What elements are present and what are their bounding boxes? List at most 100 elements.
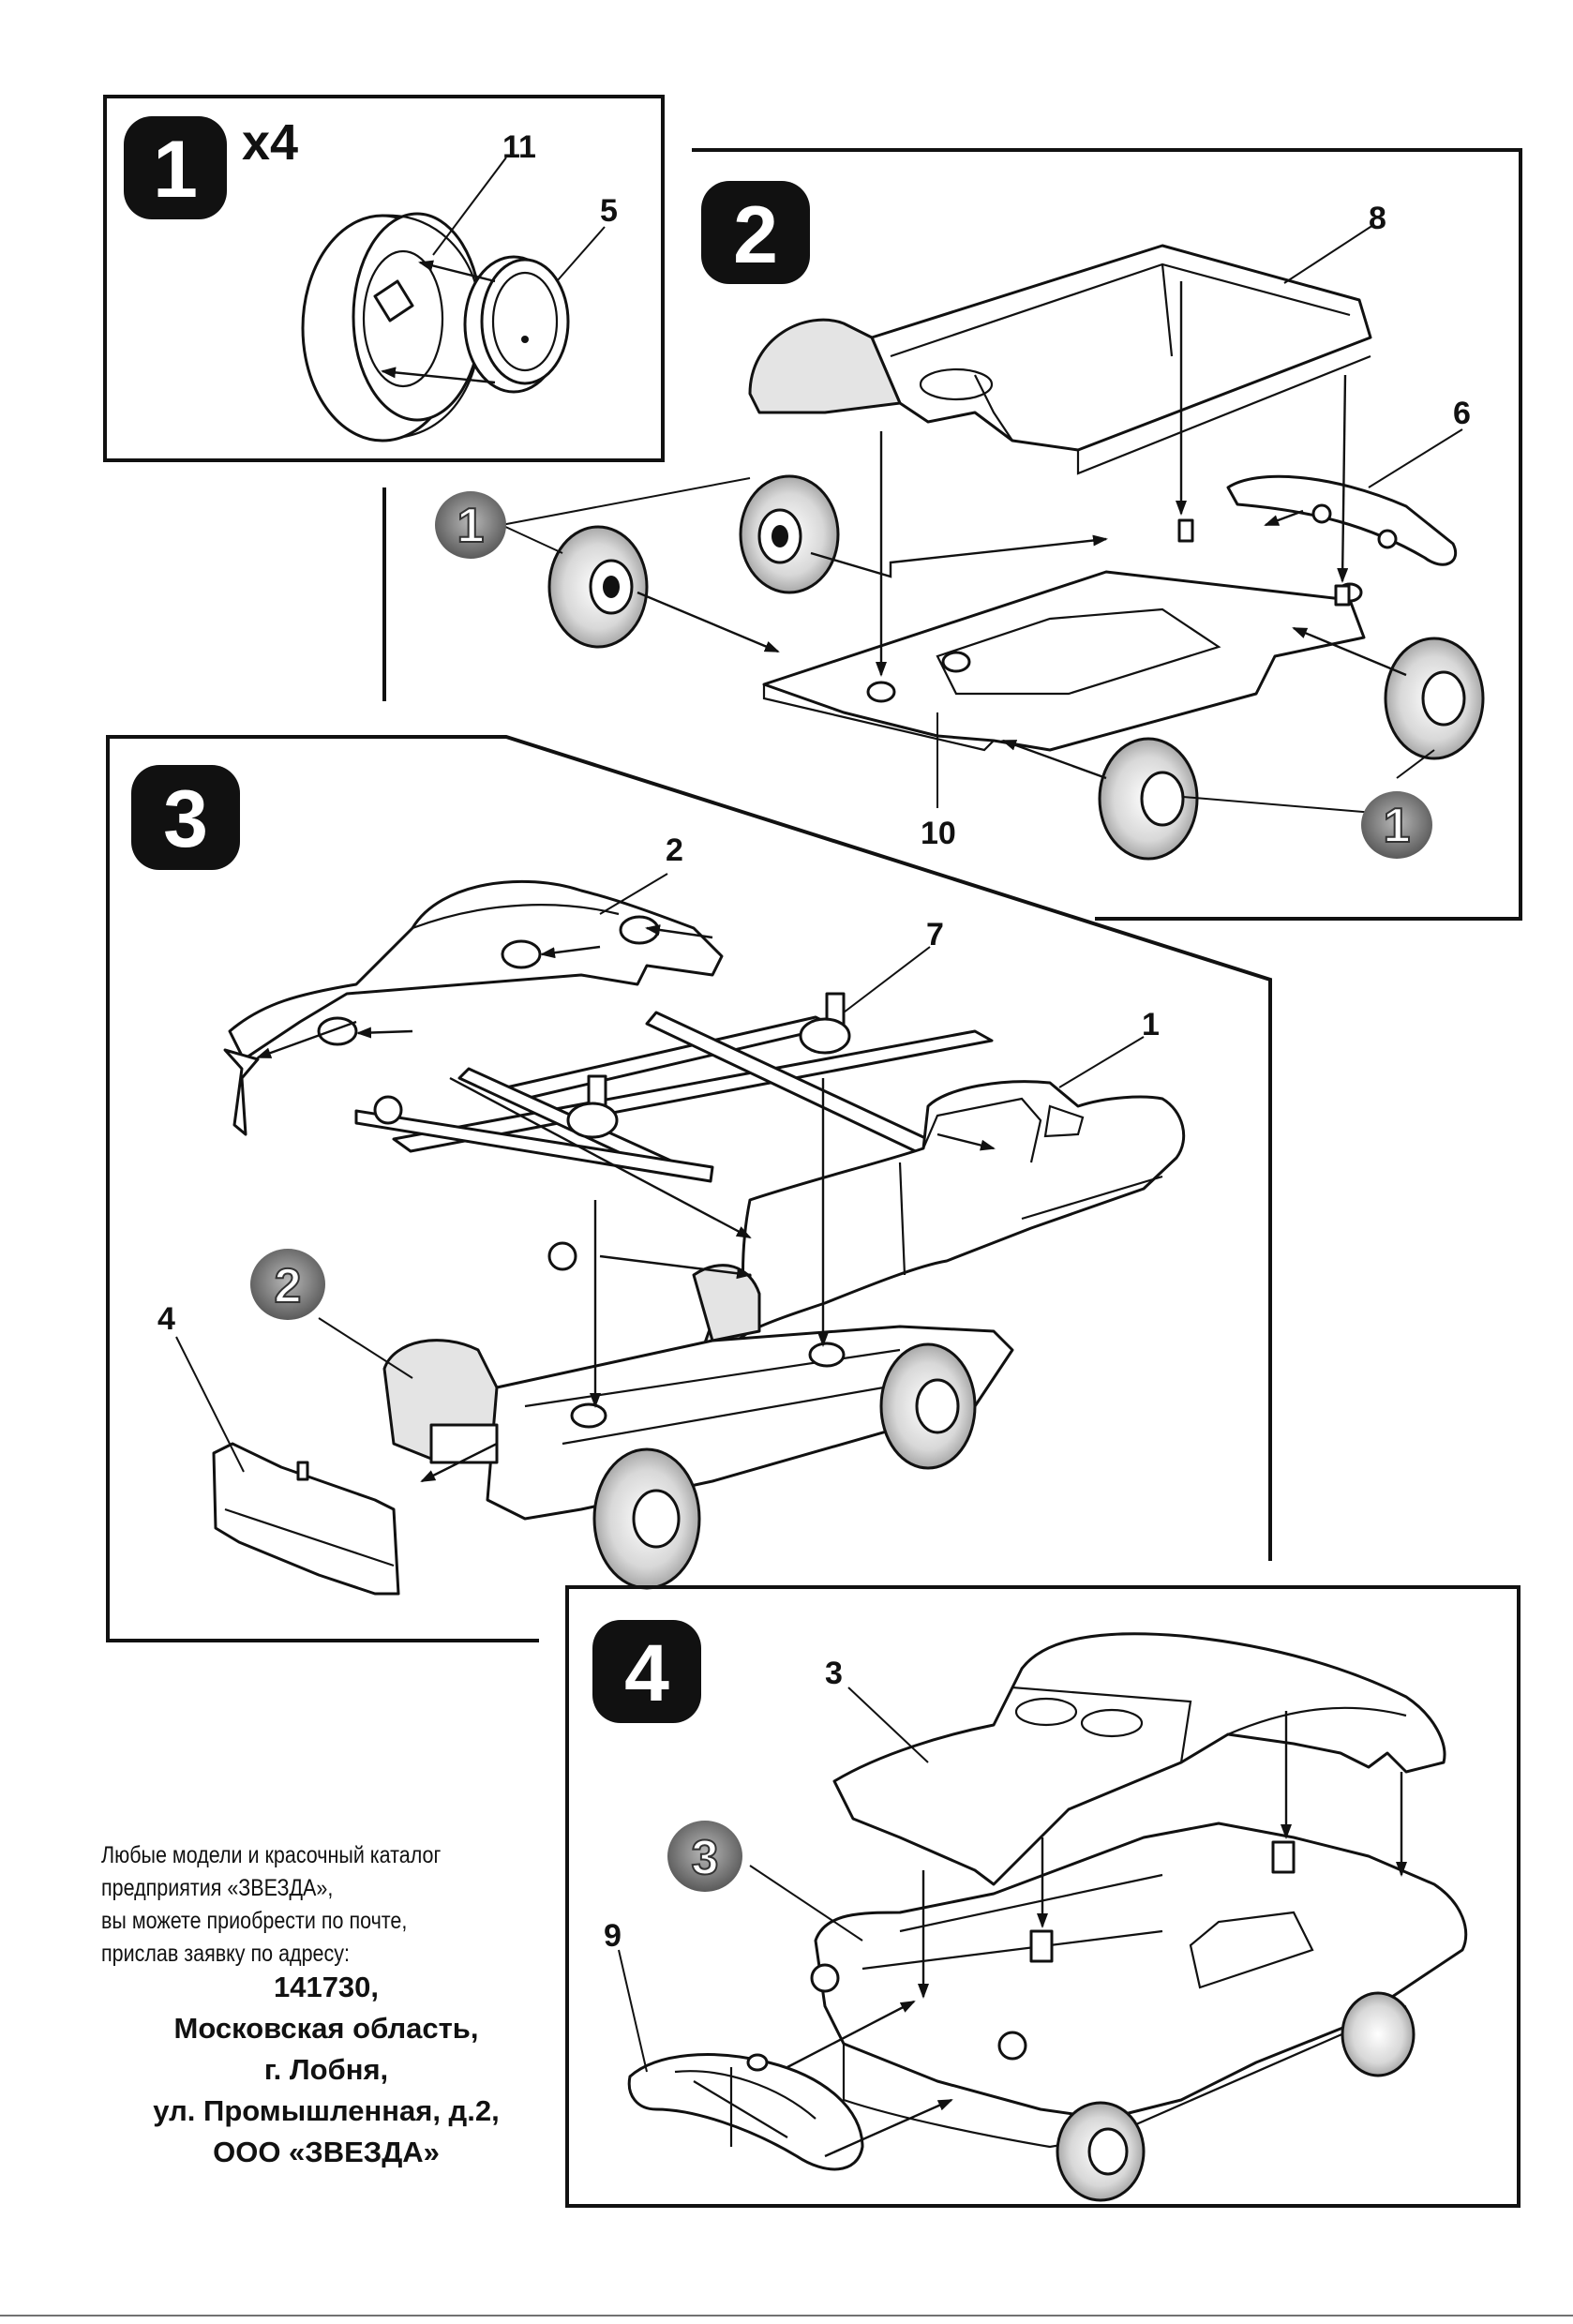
step-1-frame [103,95,665,462]
step-3-wheel-front [592,1447,701,1590]
step-4-label-part-9: 9 [604,1918,622,1954]
step-3-ref-leader [318,1317,413,1379]
step-2-label-part-8: 8 [1369,201,1386,236]
step-4-number: 4 [624,1628,669,1718]
step-2-label-part-10: 10 [921,816,956,851]
step-3-arrow-9 [936,1132,996,1151]
step-2-number: 2 [733,190,778,280]
info-line-2: предприятия «ЗВЕЗДА», [101,1875,334,1901]
interior-part-8 [748,244,1372,475]
step-4-frame [565,1585,1521,2208]
body-part-1 [697,1080,1186,1371]
step-1-leader-5 [556,226,606,282]
step-4-wheel-front [1056,2101,1146,2202]
step-3-ref-badge: 2 [250,1249,325,1320]
step-2-ref-leader-c [1182,796,1386,815]
step-2-panel: 2 [382,148,1522,921]
step-1-arrow-b [381,367,496,384]
step-3-arrow-4 [256,1020,357,1059]
step-1-label-part-11: 11 [502,129,536,165]
frame-part-7 [354,992,994,1271]
step-2-label-part-6: 6 [1453,396,1471,431]
chassis-part-10 [762,518,1366,752]
step-3-label-part-4: 4 [157,1301,175,1337]
step-2-frame [692,148,1522,921]
step-2-wheel-rear-left [739,474,840,594]
grille-part-4 [212,1442,400,1596]
step-3-wheel-rear [879,1342,977,1470]
info-text: Любые модели и красочный каталог предпри… [101,1839,532,1971]
step-4-badge: 4 [592,1620,701,1723]
step-3-number: 3 [163,774,208,864]
step-3-label-part-1: 1 [1142,1007,1160,1042]
step-2-ref-leader-b [501,524,563,554]
step-4-panel: 4 [565,1585,1521,2208]
step-3-label-part-7: 7 [926,917,944,952]
step-2-badge: 2 [701,181,810,284]
step-3-arrow-1 [645,924,713,939]
step-3-badge: 3 [131,765,240,870]
step-2-leader-6 [1368,428,1463,488]
step-4-ref-badge: 3 [667,1821,742,1892]
svg-text:1: 1 [457,499,485,553]
front-bumper-part-9 [627,2053,864,2171]
step-3-arrow-2 [540,945,601,959]
info-line-3: вы можете приобрести по почте, [101,1908,408,1934]
step-2-leader-8 [1283,224,1374,284]
info-line-1: Любые модели и красочный каталог [101,1842,442,1868]
address-line-3: г. Лобня, [263,2053,389,2086]
step-2-arrow-5 [637,591,780,653]
step-3-label-part-2: 2 [666,832,683,868]
step-1-panel: 1 x4 11 5 [103,95,665,462]
step-3-leader-7 [843,946,931,1013]
step-3-arrow-6 [599,1254,752,1280]
step-2-ref-badge-left: 1 [435,491,506,559]
address-line-4: ул. Промышленная, д.2, [153,2094,500,2127]
tyre-part-11 [301,212,483,442]
step-2-wheel-front-left [547,525,649,649]
bumper-part-6 [1226,474,1458,566]
step-4-arrow-5 [786,2000,916,2069]
top-part-3 [832,1632,1446,1886]
step-2-wheel-rear-right [1384,637,1485,760]
step-3-arrow-5 [449,1076,752,1239]
step-2-arrow-6 [1292,626,1407,677]
svg-text:2: 2 [275,1259,302,1313]
step-1-multiplier: x4 [242,114,298,171]
step-4-ref-leader [749,1865,863,1942]
step-4-leader-3 [847,1687,929,1763]
info-line-4: прислав заявку по адресу: [101,1941,350,1967]
address-line-5: ООО «ЗВЕЗДА» [213,2136,440,2168]
step-1-badge: 1 [124,116,227,219]
step-2-arrow-7 [1001,739,1107,780]
step-4-wheel-rear [1341,1991,1416,2077]
step-1-number: 1 [153,125,198,215]
step-3-panel: 3 [106,735,1272,1642]
step-4-leader-9 [618,1949,648,2073]
rear-body-part-2 [223,879,724,1136]
hub-part-5 [463,255,570,394]
step-3-arrow-3 [356,1027,413,1039]
step-1-arrow-a [418,260,496,283]
address-line-2: Московская область, [173,2012,479,2045]
step-3-frame [106,735,1272,1642]
step-1-label-part-5: 5 [600,193,618,229]
step-3-leader-4 [175,1336,245,1473]
svg-text:1: 1 [1384,799,1411,853]
step-2-wheel-front-right [1098,737,1199,861]
step-2-arrow-8 [1264,509,1304,527]
step-3-chassis [382,1264,1014,1590]
step-3-arrow-10 [420,1442,498,1483]
step-4-car-body [810,1822,1468,2202]
step-2-ref-badge-right: 1 [1361,791,1432,859]
step-2-ref-leader-d [1396,749,1435,779]
step-4-arrow-6 [824,2098,953,2158]
step-3-leader-1 [1058,1036,1145,1088]
step-4-label-part-3: 3 [825,1656,843,1691]
step-2-ref-leader-a [501,477,751,526]
address-line-1: 141730, [273,1971,380,2003]
step-1-leader-11 [432,157,507,256]
svg-text:3: 3 [692,1831,719,1885]
step-3-leader-2 [599,873,668,915]
